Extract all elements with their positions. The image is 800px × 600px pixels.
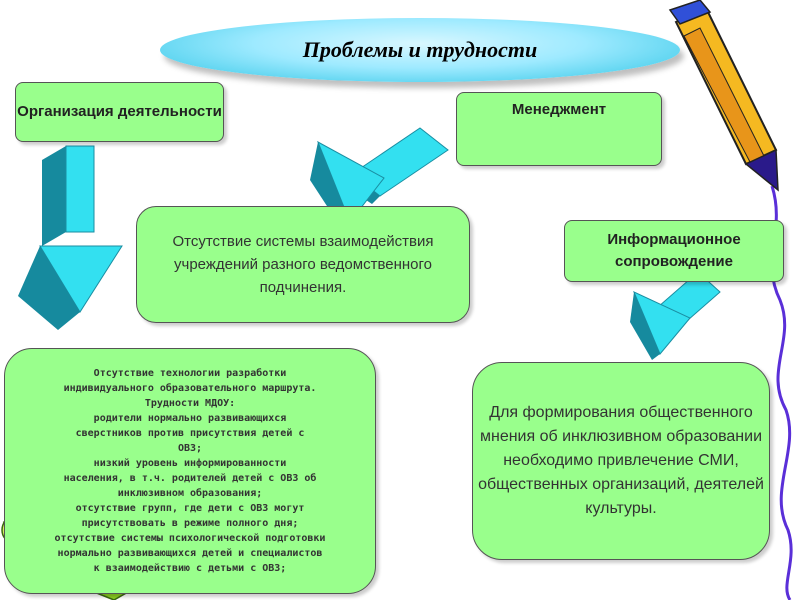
tech-line: населения, в т.ч. родителей детей с ОВЗ …: [63, 473, 317, 484]
organization-box: Организация деятельности: [15, 82, 224, 142]
tech-line: Трудности МДОУ:: [144, 398, 236, 409]
pencil-icon: [668, 0, 779, 192]
arrow-diagonal-right: [630, 271, 721, 360]
tech-line: инклюзивном образования;: [117, 488, 263, 499]
management-box: Менеджмент: [456, 92, 662, 166]
tech-line: Отсутствие технологии разработки: [93, 368, 287, 379]
media-box: Для формирования общественного мнения об…: [472, 362, 770, 560]
technology-box: Отсутствие технологии разработки индивид…: [4, 348, 376, 594]
tech-line: к взаимодействию с детьми с ОВЗ;: [93, 563, 287, 574]
tech-line: нормально развивающихся детей и специали…: [57, 548, 323, 559]
title-ellipse: [160, 18, 680, 82]
tech-line: индивидуального образовательного маршрут…: [63, 383, 317, 394]
tech-line: отсутствие системы психологической подго…: [54, 533, 326, 544]
tech-line: родители нормально развивающихся: [93, 413, 287, 424]
tech-line: присутствовать в режиме полного дня;: [81, 518, 299, 529]
system-absence-box: Отсутствие системы взаимодействия учрежд…: [136, 206, 470, 323]
tech-line: ОВЗ;: [177, 443, 203, 454]
arrow-diagonal-middle: [310, 127, 449, 226]
info-support-box: Информационное сопровождение: [564, 220, 784, 282]
arrow-down-left: [18, 145, 123, 330]
page-title: Проблемы и трудности: [302, 37, 538, 62]
tech-line: сверстников против присутствия детей с: [75, 428, 305, 439]
tech-line: низкий уровень информированности: [93, 458, 287, 469]
tech-line: отсутствие групп, где дети с ОВЗ могут: [75, 503, 305, 514]
